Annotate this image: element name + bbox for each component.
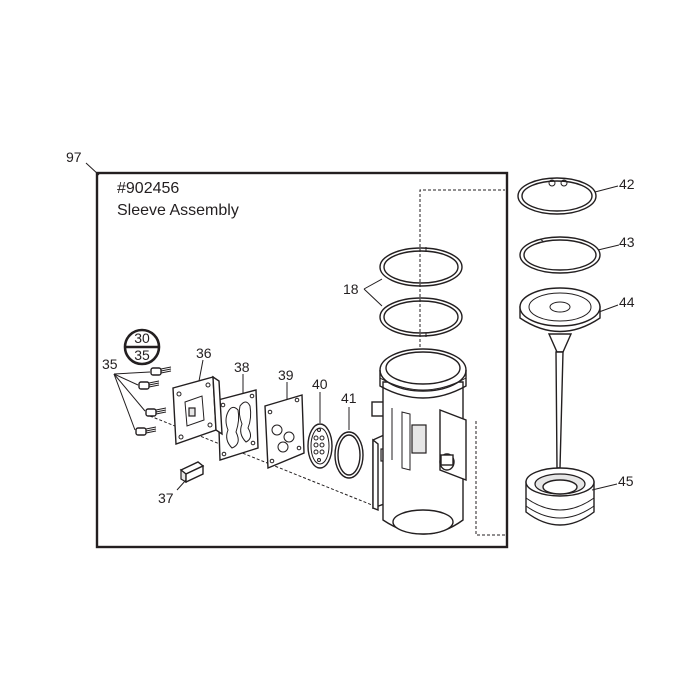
callout-37: 37 xyxy=(158,490,174,506)
callout-40: 40 xyxy=(312,376,328,392)
callout-97-leader xyxy=(85,162,100,176)
callout-35-leader-c xyxy=(113,373,146,412)
part-35-screws xyxy=(135,366,172,436)
callout-36: 36 xyxy=(196,345,212,361)
callout-44-leader xyxy=(598,304,619,313)
callout-44: 44 xyxy=(619,294,635,310)
callout-35-leader-a xyxy=(113,371,151,375)
sleeve-body xyxy=(371,348,467,535)
callout-42: 42 xyxy=(619,176,635,192)
callout-97: 97 xyxy=(66,149,82,165)
part-43-retaining-ring xyxy=(519,236,601,274)
assembly-number: #902456 xyxy=(117,180,179,197)
assembly-name: Sleeve Assembly xyxy=(117,202,239,219)
part-45-bearing xyxy=(525,467,595,526)
callout-43: 43 xyxy=(619,234,635,250)
part-44-piston xyxy=(519,287,601,469)
part-41-o-ring xyxy=(334,431,364,479)
callout-39: 39 xyxy=(278,367,294,383)
callout-38: 38 xyxy=(234,359,250,375)
part-36-cover-plate xyxy=(172,375,223,445)
part-40-filter-disc xyxy=(307,423,333,469)
callout-43-leader xyxy=(597,244,620,251)
part-18-rings xyxy=(379,247,463,337)
callout-35-leader-d xyxy=(113,373,136,431)
callout-18-leader-b xyxy=(363,288,383,307)
part-39-plate xyxy=(264,394,305,470)
callout-41: 41 xyxy=(341,390,357,406)
callout-45-leader xyxy=(591,483,618,491)
callout-18-leader-a xyxy=(363,278,383,290)
callout-35: 35 xyxy=(102,356,118,372)
torque-badge-top: 30 xyxy=(134,330,150,346)
callout-45: 45 xyxy=(618,473,634,489)
callout-36-leader xyxy=(198,359,204,382)
part-38-gasket xyxy=(217,389,259,461)
callout-37-leader xyxy=(176,479,187,491)
callout-35-leader-b xyxy=(113,373,139,386)
part-42-snap-ring xyxy=(517,177,597,215)
torque-badge: 30 35 xyxy=(123,328,161,366)
dashed-assembly-path xyxy=(419,189,505,536)
torque-badge-bottom: 35 xyxy=(134,347,150,363)
part-37-wedge xyxy=(179,461,205,484)
sleeve-assembly-box xyxy=(95,171,509,549)
callout-18: 18 xyxy=(343,281,359,297)
callout-42-leader xyxy=(594,185,619,193)
